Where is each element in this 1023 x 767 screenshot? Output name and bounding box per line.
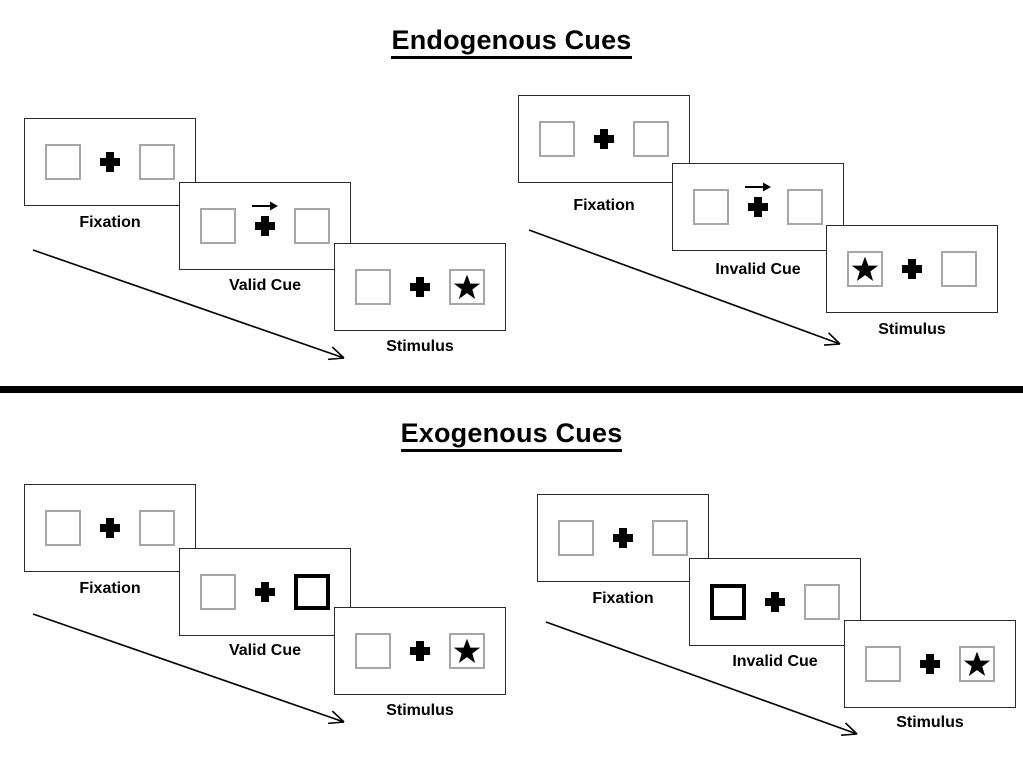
trial-frame-exogenous-valid-stimulus bbox=[334, 607, 506, 695]
placeholder-box-left bbox=[865, 646, 901, 682]
placeholder-box-right bbox=[787, 189, 823, 225]
placeholder-box-right bbox=[941, 251, 977, 287]
trial-label-endogenous-invalid-cue: Invalid Cue bbox=[715, 261, 801, 278]
trial-frame-exogenous-invalid-fixation bbox=[537, 494, 709, 582]
trial-frame-contents bbox=[845, 621, 1015, 707]
fixation-cross-icon bbox=[252, 201, 278, 237]
cross-glyph bbox=[764, 591, 786, 613]
trial-label-endogenous-valid-cue: Valid Cue bbox=[228, 277, 302, 294]
trial-frame-exogenous-invalid-cue bbox=[689, 558, 861, 646]
trial-frame-contents bbox=[673, 164, 843, 250]
trial-label-endogenous-valid-fixation: Fixation bbox=[79, 214, 141, 231]
placeholder-box-left bbox=[539, 121, 575, 157]
fixation-cross-icon bbox=[745, 182, 771, 218]
trial-frame-endogenous-invalid-fixation bbox=[518, 95, 690, 183]
placeholder-box-right bbox=[139, 510, 175, 546]
fixation-cross-icon bbox=[901, 258, 923, 280]
placeholder-box-right bbox=[633, 121, 669, 157]
section-title-text: Exogenous Cues bbox=[400, 418, 623, 452]
cross-glyph bbox=[254, 581, 276, 603]
trial-label-exogenous-invalid-fixation: Fixation bbox=[592, 590, 654, 607]
placeholder-box-left-cued bbox=[710, 584, 746, 620]
cross-glyph bbox=[99, 517, 121, 539]
placeholder-box-left bbox=[200, 574, 236, 610]
placeholder-box-right bbox=[449, 633, 485, 669]
cross-glyph bbox=[747, 196, 769, 218]
section-title-text: Endogenous Cues bbox=[391, 25, 632, 59]
placeholder-box-right bbox=[959, 646, 995, 682]
trial-label-exogenous-invalid-stimulus: Stimulus bbox=[896, 714, 964, 731]
section-title-endogenous: Endogenous Cues bbox=[0, 25, 1023, 59]
placeholder-box-right bbox=[294, 208, 330, 244]
cross-glyph bbox=[99, 151, 121, 173]
placeholder-box-right bbox=[652, 520, 688, 556]
star-icon bbox=[963, 650, 991, 678]
trial-frame-endogenous-valid-stimulus bbox=[334, 243, 506, 331]
cross-glyph bbox=[254, 215, 276, 237]
trial-label-endogenous-valid-stimulus: Stimulus bbox=[386, 338, 454, 355]
star-icon bbox=[851, 255, 879, 283]
trial-frame-contents bbox=[335, 608, 505, 694]
section-title-exogenous: Exogenous Cues bbox=[0, 418, 1023, 452]
placeholder-box-left bbox=[200, 208, 236, 244]
placeholder-box-left bbox=[847, 251, 883, 287]
fixation-cross-icon bbox=[99, 151, 121, 173]
cue-arrow-right-icon bbox=[744, 181, 772, 193]
cross-glyph bbox=[901, 258, 923, 280]
trial-frame-contents bbox=[335, 244, 505, 330]
fixation-cross-icon bbox=[409, 640, 431, 662]
trial-label-endogenous-invalid-stimulus: Stimulus bbox=[878, 321, 946, 338]
trial-frame-contents bbox=[25, 119, 195, 205]
trial-label-exogenous-valid-cue: Valid Cue bbox=[228, 642, 302, 659]
fixation-cross-icon bbox=[919, 653, 941, 675]
fixation-cross-icon bbox=[254, 581, 276, 603]
trial-frame-exogenous-valid-cue bbox=[179, 548, 351, 636]
trial-frame-endogenous-invalid-stimulus bbox=[826, 225, 998, 313]
star-icon bbox=[453, 273, 481, 301]
placeholder-box-right bbox=[449, 269, 485, 305]
trial-label-exogenous-valid-fixation: Fixation bbox=[79, 580, 141, 597]
trial-frame-contents bbox=[180, 183, 350, 269]
cross-glyph bbox=[612, 527, 634, 549]
fixation-cross-icon bbox=[612, 527, 634, 549]
trial-frame-exogenous-invalid-stimulus bbox=[844, 620, 1016, 708]
cue-arrow-right-icon bbox=[251, 200, 279, 212]
placeholder-box-left bbox=[693, 189, 729, 225]
fixation-cross-icon bbox=[409, 276, 431, 298]
section-divider bbox=[0, 386, 1023, 393]
fixation-cross-icon bbox=[593, 128, 615, 150]
trial-label-endogenous-invalid-fixation: Fixation bbox=[573, 197, 635, 214]
placeholder-box-left bbox=[558, 520, 594, 556]
trial-frame-contents bbox=[827, 226, 997, 312]
trial-frame-endogenous-valid-fixation bbox=[24, 118, 196, 206]
trial-frame-contents bbox=[25, 485, 195, 571]
fixation-cross-icon bbox=[99, 517, 121, 539]
trial-label-exogenous-valid-stimulus: Stimulus bbox=[386, 702, 454, 719]
placeholder-box-left bbox=[45, 510, 81, 546]
trial-frame-contents bbox=[690, 559, 860, 645]
trial-label-exogenous-invalid-cue: Invalid Cue bbox=[732, 653, 818, 670]
cross-glyph bbox=[409, 276, 431, 298]
placeholder-box-right bbox=[804, 584, 840, 620]
placeholder-box-right bbox=[139, 144, 175, 180]
cross-glyph bbox=[593, 128, 615, 150]
placeholder-box-left bbox=[45, 144, 81, 180]
placeholder-box-left bbox=[355, 633, 391, 669]
placeholder-box-left bbox=[355, 269, 391, 305]
trial-frame-contents bbox=[180, 549, 350, 635]
placeholder-box-right-cued bbox=[294, 574, 330, 610]
cross-glyph bbox=[409, 640, 431, 662]
trial-frame-endogenous-invalid-cue bbox=[672, 163, 844, 251]
trial-frame-endogenous-valid-cue bbox=[179, 182, 351, 270]
trial-frame-contents bbox=[538, 495, 708, 581]
trial-frame-exogenous-valid-fixation bbox=[24, 484, 196, 572]
trial-frame-contents bbox=[519, 96, 689, 182]
fixation-cross-icon bbox=[764, 591, 786, 613]
star-icon bbox=[453, 637, 481, 665]
cross-glyph bbox=[919, 653, 941, 675]
